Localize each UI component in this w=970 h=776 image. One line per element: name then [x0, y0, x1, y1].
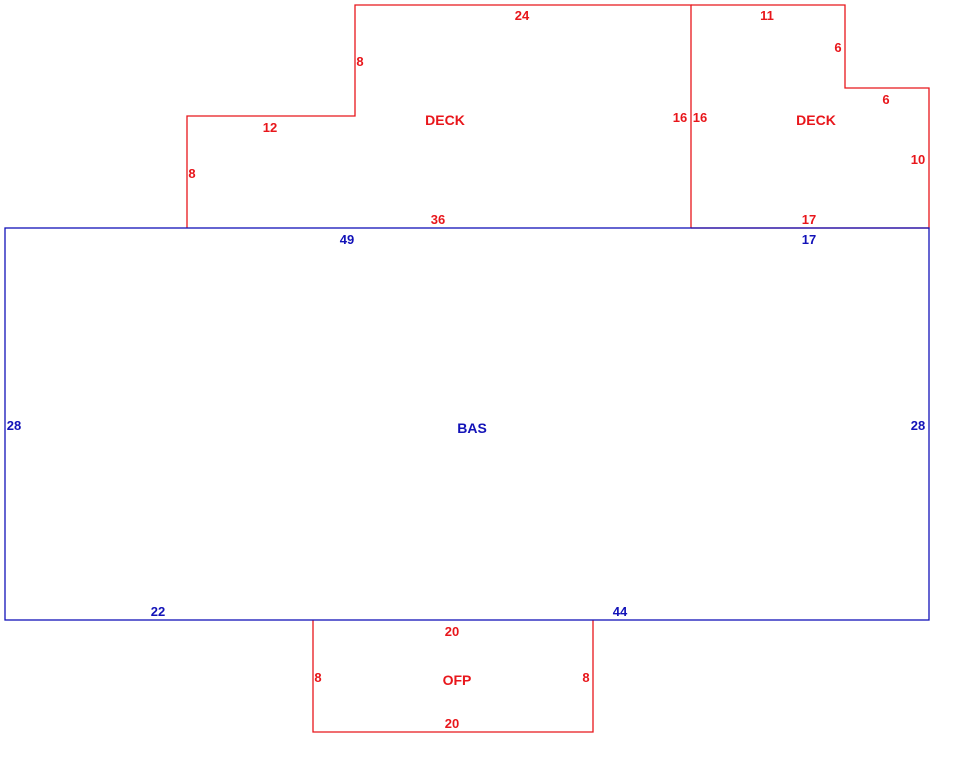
porch-dim-right: 8 — [582, 670, 589, 685]
base-dim-left: 28 — [7, 418, 21, 433]
deck-right-dim-left: 16 — [693, 110, 707, 125]
base-label: BAS — [457, 420, 487, 436]
deck-left-dim-step-side: 8 — [356, 54, 363, 69]
deck-left-outline — [186, 4, 692, 228]
deck-left-dim-left: 8 — [188, 166, 195, 181]
porch-label: OFP — [443, 672, 472, 688]
base-dim-bottom-right: 44 — [613, 604, 628, 619]
deck-left-dim-step-top: 12 — [263, 120, 277, 135]
deck-left-label: DECK — [425, 112, 465, 128]
deck-right-dim-right: 10 — [911, 152, 925, 167]
porch-dim-bottom: 20 — [445, 716, 459, 731]
base-outline — [4, 227, 930, 621]
porch-outline — [312, 620, 594, 733]
porch-dim-left: 8 — [314, 670, 321, 685]
base-dim-top-left: 49 — [340, 232, 354, 247]
deck-left-dim-right: 16 — [673, 110, 687, 125]
deck-right-dim-top: 11 — [760, 8, 774, 23]
deck-right-dim-notch-side: 6 — [834, 40, 841, 55]
base-dim-top-right: 17 — [802, 232, 816, 247]
deck-left-dim-top: 24 — [515, 8, 530, 23]
deck-right-dim-notch-top: 6 — [882, 92, 889, 107]
deck-right-label: DECK — [796, 112, 836, 128]
deck-left-dim-bottom: 36 — [431, 212, 445, 227]
deck-right-dim-bottom: 17 — [802, 212, 816, 227]
base-dim-bottom-left: 22 — [151, 604, 165, 619]
porch-dim-top: 20 — [445, 624, 459, 639]
base-dim-right: 28 — [911, 418, 925, 433]
